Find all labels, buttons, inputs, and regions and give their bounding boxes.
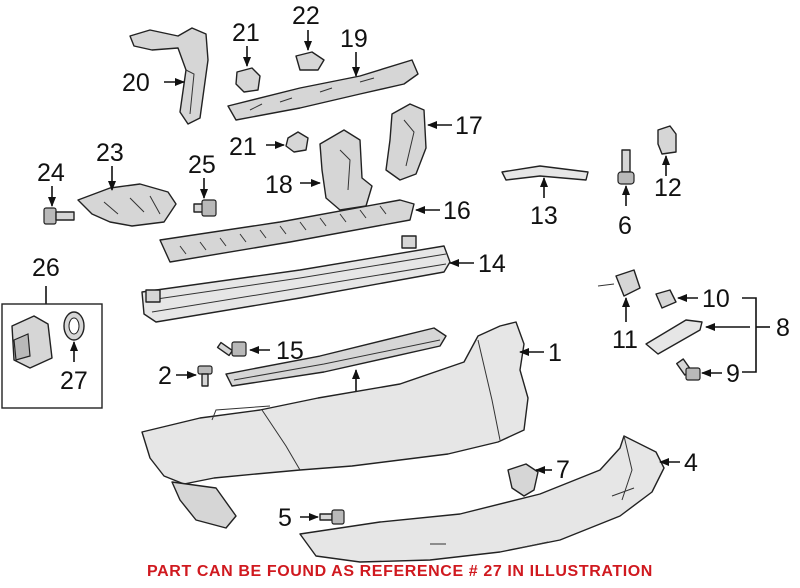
part-8-reflector[interactable]: [645, 319, 703, 355]
callout-23: 23: [96, 139, 124, 167]
callout-6: 6: [618, 212, 632, 240]
callout-13: 13: [530, 202, 558, 230]
part-26-box: [1, 303, 103, 409]
callout-25: 25: [188, 151, 216, 179]
part-22-clip[interactable]: [295, 51, 325, 71]
part-11-cover[interactable]: [597, 269, 641, 297]
callout-14: 14: [478, 250, 506, 278]
part-18-bracket[interactable]: [319, 129, 373, 211]
callout-12: 12: [654, 174, 682, 202]
callout-2: 2: [158, 362, 172, 390]
part-5-screw[interactable]: [319, 509, 345, 525]
part-13-strip[interactable]: [501, 165, 589, 181]
part-26-sensor[interactable]: [11, 315, 53, 369]
callout-22: 22: [292, 2, 320, 30]
callout-24: 24: [37, 159, 65, 187]
part-2-clip[interactable]: [197, 365, 213, 387]
callout-5: 5: [278, 504, 292, 532]
callout-7: 7: [556, 456, 570, 484]
part-14-reinforcement[interactable]: [141, 235, 451, 323]
bracket-8: [742, 297, 757, 373]
part-21-nut[interactable]: [285, 131, 309, 153]
callout-20: 20: [122, 69, 150, 97]
part-7-bracket[interactable]: [507, 463, 539, 497]
part-12-clip[interactable]: [657, 125, 677, 155]
callout-16: 16: [443, 197, 471, 225]
part-19-upper-bracket[interactable]: [227, 59, 419, 121]
part-27-ring[interactable]: [63, 311, 85, 341]
part-15-bolt[interactable]: [216, 341, 247, 357]
part-21-clip-top[interactable]: [235, 67, 261, 93]
reference-note: PART CAN BE FOUND AS REFERENCE # 27 IN I…: [147, 563, 653, 580]
callout-17: 17: [455, 112, 483, 140]
callout-9: 9: [726, 360, 740, 388]
part-16-absorber[interactable]: [159, 199, 415, 263]
part-17-bracket[interactable]: [385, 103, 427, 181]
part-25-bolt[interactable]: [193, 199, 217, 217]
part-1-bumper-cover[interactable]: [141, 321, 529, 529]
part-10-clip[interactable]: [655, 289, 677, 309]
callout-26: 26: [32, 254, 60, 282]
part-20-bracket[interactable]: [129, 27, 209, 125]
part-6-bolt[interactable]: [617, 149, 635, 185]
part-3-step-pad[interactable]: [225, 327, 447, 387]
callout-10: 10: [702, 285, 730, 313]
callout-21-top: 21: [232, 19, 260, 47]
callout-19: 19: [340, 25, 368, 53]
part-24-bolt[interactable]: [43, 207, 75, 225]
callout-4: 4: [684, 449, 698, 477]
callout-27: 27: [60, 367, 88, 395]
part-9-bolt[interactable]: [676, 358, 701, 381]
callout-21-mid: 21: [229, 133, 257, 161]
callout-18: 18: [265, 171, 293, 199]
part-4-valance[interactable]: [299, 435, 665, 563]
callout-11: 11: [612, 326, 638, 354]
callout-8: 8: [776, 314, 790, 342]
callout-1: 1: [548, 339, 562, 367]
part-23-bracket[interactable]: [77, 183, 177, 227]
